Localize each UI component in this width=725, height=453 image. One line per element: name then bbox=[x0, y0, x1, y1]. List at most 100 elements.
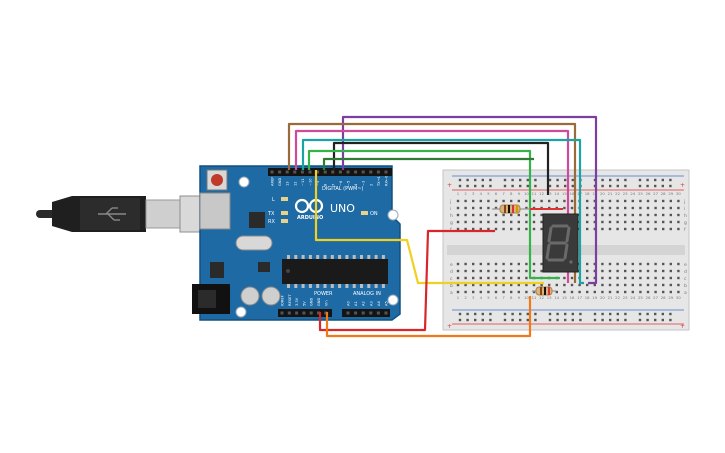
breadboard-hole[interactable] bbox=[517, 262, 520, 266]
breadboard-hole[interactable] bbox=[677, 262, 680, 266]
breadboard-hole[interactable] bbox=[578, 290, 581, 294]
breadboard-hole[interactable] bbox=[487, 276, 490, 280]
breadboard-hole[interactable] bbox=[532, 227, 536, 231]
breadboard-hole[interactable] bbox=[609, 318, 612, 322]
breadboard-hole[interactable] bbox=[472, 262, 475, 266]
breadboard-hole[interactable] bbox=[608, 227, 612, 231]
header-pin-hole[interactable] bbox=[309, 311, 313, 315]
wire-brown[interactable] bbox=[287, 122, 577, 283]
breadboard-hole[interactable] bbox=[458, 318, 462, 322]
breadboard-hole[interactable] bbox=[669, 312, 672, 316]
breadboard-hole[interactable] bbox=[601, 227, 604, 231]
breadboard-hole[interactable] bbox=[540, 262, 543, 266]
breadboard-hole[interactable] bbox=[519, 312, 522, 316]
breadboard-hole[interactable] bbox=[661, 184, 664, 188]
breadboard-hole[interactable] bbox=[494, 227, 498, 231]
breadboard-hole[interactable] bbox=[487, 290, 490, 294]
breadboard-hole[interactable] bbox=[624, 184, 627, 188]
breadboard-hole[interactable] bbox=[669, 276, 672, 280]
breadboard-hole[interactable] bbox=[639, 213, 642, 217]
breadboard-hole[interactable] bbox=[502, 269, 505, 273]
breadboard-hole[interactable] bbox=[555, 283, 558, 287]
breadboard-hole[interactable] bbox=[662, 283, 665, 287]
breadboard-hole[interactable] bbox=[458, 178, 462, 182]
breadboard-hole[interactable] bbox=[564, 184, 567, 188]
breadboard-hole[interactable] bbox=[646, 312, 649, 316]
breadboard-hole[interactable] bbox=[502, 227, 505, 231]
breadboard-hole[interactable] bbox=[479, 213, 482, 217]
breadboard-hole[interactable] bbox=[456, 283, 460, 287]
breadboard-hole[interactable] bbox=[525, 206, 528, 210]
breadboard-hole[interactable] bbox=[540, 199, 543, 203]
breadboard-hole[interactable] bbox=[631, 227, 634, 231]
breadboard-hole[interactable] bbox=[593, 290, 596, 294]
breadboard-hole[interactable] bbox=[502, 283, 505, 287]
breadboard-hole[interactable] bbox=[519, 184, 522, 188]
breadboard-hole[interactable] bbox=[510, 276, 513, 280]
breadboard-hole[interactable] bbox=[608, 262, 612, 266]
breadboard-hole[interactable] bbox=[661, 178, 664, 182]
breadboard-hole[interactable] bbox=[669, 227, 672, 231]
breadboard-hole[interactable] bbox=[510, 290, 513, 294]
breadboard-hole[interactable] bbox=[494, 213, 498, 217]
breadboard-hole[interactable] bbox=[503, 178, 507, 182]
breadboard-hole[interactable] bbox=[494, 269, 498, 273]
breadboard-hole[interactable] bbox=[662, 220, 665, 224]
breadboard-hole[interactable] bbox=[571, 178, 574, 182]
breadboard-hole[interactable] bbox=[456, 262, 460, 266]
breadboard-hole[interactable] bbox=[579, 318, 582, 322]
header-pin-hole[interactable] bbox=[361, 311, 365, 315]
breadboard-hole[interactable] bbox=[479, 199, 482, 203]
breadboard-hole[interactable] bbox=[526, 312, 529, 316]
breadboard-hole[interactable] bbox=[571, 312, 574, 316]
breadboard-hole[interactable] bbox=[472, 290, 475, 294]
breadboard-hole[interactable] bbox=[525, 276, 528, 280]
breadboard-hole[interactable] bbox=[646, 220, 650, 224]
header-pin-hole[interactable] bbox=[354, 311, 358, 315]
breadboard-hole[interactable] bbox=[510, 199, 513, 203]
breadboard-hole[interactable] bbox=[586, 290, 589, 294]
breadboard-hole[interactable] bbox=[601, 199, 604, 203]
breadboard-hole[interactable] bbox=[464, 276, 467, 280]
breadboard-hole[interactable] bbox=[586, 227, 589, 231]
breadboard-hole[interactable] bbox=[464, 269, 467, 273]
breadboard-hole[interactable] bbox=[654, 213, 657, 217]
breadboard-hole[interactable] bbox=[532, 199, 536, 203]
breadboard-hole[interactable] bbox=[479, 262, 482, 266]
breadboard-hole[interactable] bbox=[624, 290, 627, 294]
breadboard-hole[interactable] bbox=[631, 199, 634, 203]
breadboard-hole[interactable] bbox=[677, 283, 680, 287]
breadboard-hole[interactable] bbox=[586, 206, 589, 210]
breadboard-hole[interactable] bbox=[571, 184, 574, 188]
breadboard-hole[interactable] bbox=[472, 199, 475, 203]
breadboard-hole[interactable] bbox=[654, 184, 657, 188]
breadboard-hole[interactable] bbox=[662, 269, 665, 273]
breadboard-hole[interactable] bbox=[608, 290, 612, 294]
header-pin-hole[interactable] bbox=[287, 311, 291, 315]
header-pin-hole[interactable] bbox=[278, 170, 282, 174]
breadboard-hole[interactable] bbox=[677, 227, 680, 231]
breadboard-hole[interactable] bbox=[662, 213, 665, 217]
header-pin-hole[interactable] bbox=[308, 170, 312, 174]
breadboard-hole[interactable] bbox=[677, 206, 680, 210]
breadboard-hole[interactable] bbox=[502, 199, 505, 203]
breadboard-hole[interactable] bbox=[586, 269, 589, 273]
breadboard-hole[interactable] bbox=[624, 276, 627, 280]
breadboard-hole[interactable] bbox=[624, 262, 627, 266]
breadboard-hole[interactable] bbox=[481, 184, 484, 188]
breadboard-hole[interactable] bbox=[616, 184, 619, 188]
breadboard-hole[interactable] bbox=[570, 290, 574, 294]
breadboard-hole[interactable] bbox=[669, 178, 672, 182]
breadboard-hole[interactable] bbox=[479, 269, 482, 273]
header-pin-hole[interactable] bbox=[346, 311, 350, 315]
breadboard-hole[interactable] bbox=[631, 283, 634, 287]
header-pin-hole[interactable] bbox=[376, 311, 380, 315]
breadboard-hole[interactable] bbox=[503, 318, 507, 322]
breadboard-hole[interactable] bbox=[489, 312, 492, 316]
breadboard-hole[interactable] bbox=[570, 283, 574, 287]
breadboard-hole[interactable] bbox=[662, 227, 665, 231]
breadboard-hole[interactable] bbox=[639, 283, 642, 287]
breadboard-hole[interactable] bbox=[555, 290, 558, 294]
breadboard-hole[interactable] bbox=[464, 283, 467, 287]
breadboard-hole[interactable] bbox=[586, 213, 589, 217]
